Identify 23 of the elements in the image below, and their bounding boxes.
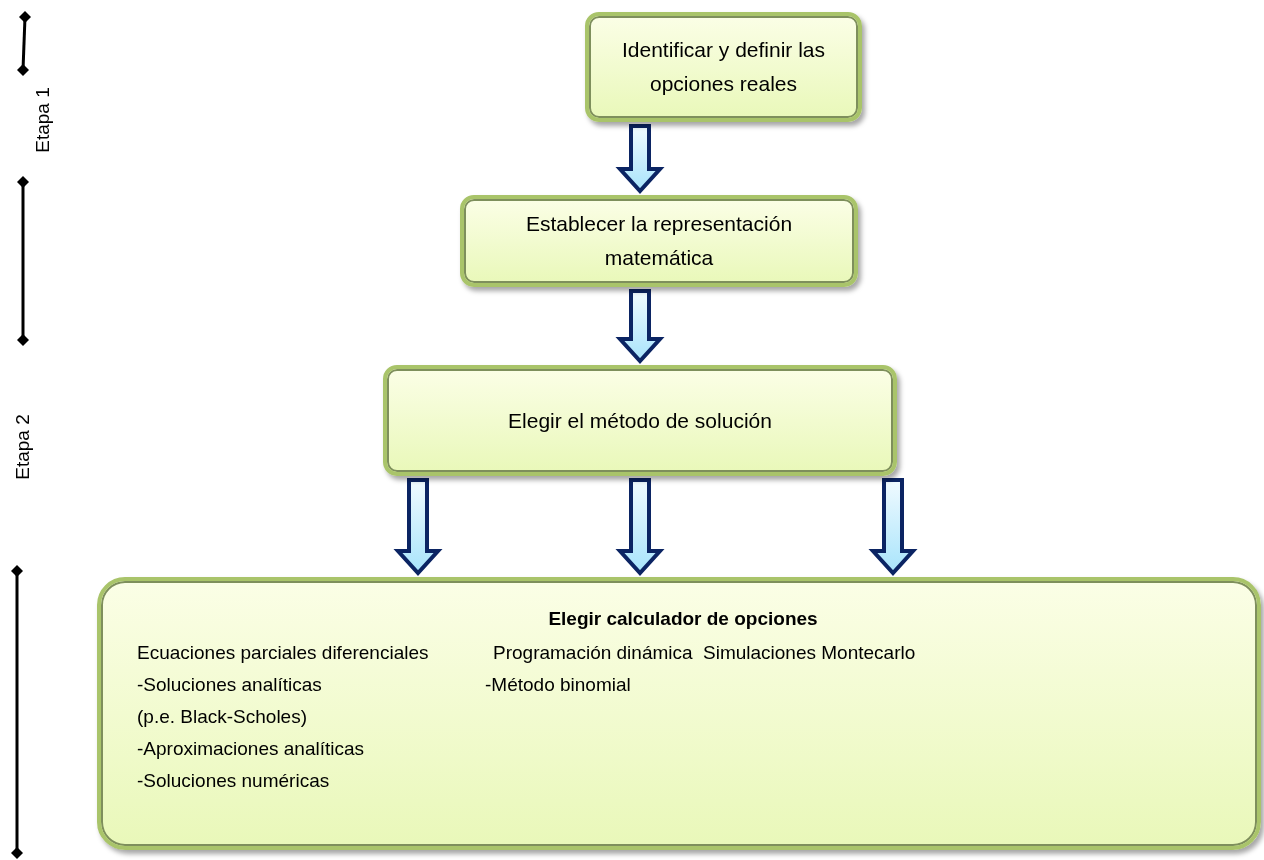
block-arrow: [615, 478, 665, 576]
process-box: [460, 195, 858, 287]
box-text: Identificar y definir las opciones reales: [620, 37, 827, 97]
method-text: -Soluciones analíticas: [137, 673, 322, 697]
process-box: [383, 365, 897, 476]
box-heading: Elegir calculador de opciones: [548, 607, 818, 631]
method-text: -Soluciones numéricas: [137, 769, 330, 793]
method-text: (p.e. Black-Scholes): [137, 705, 307, 729]
method-text: Ecuaciones parciales diferenciales: [137, 641, 429, 665]
block-arrow: [393, 478, 443, 576]
box-text: Establecer la representación matemática: [524, 211, 794, 271]
method-text: -Método binomial: [485, 673, 631, 697]
method-text: -Aproximaciones analíticas: [137, 737, 365, 761]
process-box: [585, 12, 862, 122]
process-box: [97, 577, 1261, 850]
method-text: Programación dinámica: [493, 641, 693, 665]
stage-label: Etapa 2: [12, 414, 32, 480]
stage-label: Etapa 1: [32, 87, 52, 153]
block-arrow: [615, 124, 665, 194]
block-arrow: [868, 478, 918, 576]
method-text: Simulaciones Montecarlo: [703, 641, 916, 665]
box-text: Elegir el método de solución: [508, 407, 772, 434]
block-arrow: [615, 289, 665, 364]
